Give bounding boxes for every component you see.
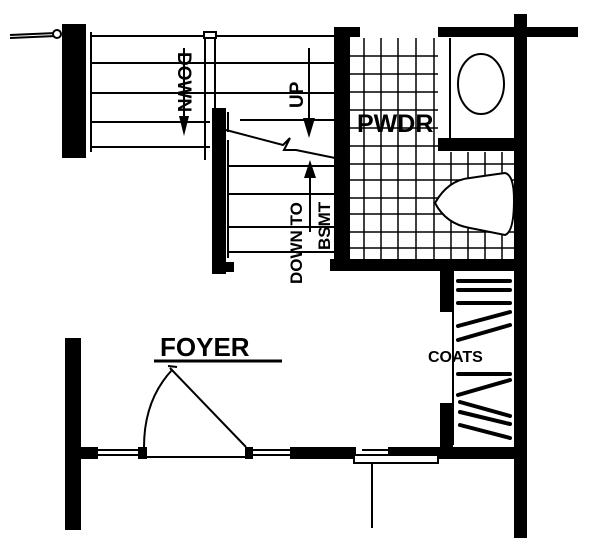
bsmt-arrow-icon	[304, 160, 316, 178]
stair-label-down: DOWN	[173, 52, 194, 112]
window-left	[98, 449, 138, 456]
upper-stair-flight: DOWN	[62, 24, 340, 160]
closet-wall-lower	[440, 403, 453, 449]
coat-closet: COATS	[428, 270, 512, 449]
powder-wall-top	[438, 27, 578, 37]
powder-wall-bottom	[330, 259, 518, 271]
stair-wall-center	[212, 108, 226, 274]
up-arrow-icon	[303, 118, 315, 138]
closet-wall-upper	[440, 270, 453, 312]
exterior-wall-right	[514, 14, 527, 538]
powder-wall-left	[334, 27, 350, 270]
room-label-foyer: FOYER	[160, 332, 250, 362]
down-arrow-icon	[179, 116, 189, 136]
entry-door-icon	[169, 367, 247, 448]
powder-room: PWDR	[330, 14, 578, 538]
room-label-coats: COATS	[428, 349, 483, 366]
door-swing-arc	[143, 369, 173, 448]
sink-icon	[457, 53, 505, 115]
stair-break-line	[225, 129, 341, 160]
stair-label-up: UP	[287, 81, 308, 108]
toilet-icon	[433, 171, 516, 237]
stair-label-down-to: DOWN TO	[287, 202, 306, 284]
stair-label-bsmt: BSMT	[315, 201, 334, 250]
main-stair-flight: UP DOWN TO BSMT	[212, 48, 341, 284]
railing-stub	[9, 29, 62, 39]
foyer: FOYER	[65, 332, 518, 530]
foyer-wall-left	[65, 338, 81, 530]
window-door-center	[353, 449, 439, 528]
coat-hanger-icons	[456, 279, 512, 440]
room-label-pwdr: PWDR	[357, 110, 433, 138]
stair-wall-left	[62, 24, 86, 158]
vanity-wall	[438, 138, 518, 151]
window-right	[253, 449, 290, 456]
